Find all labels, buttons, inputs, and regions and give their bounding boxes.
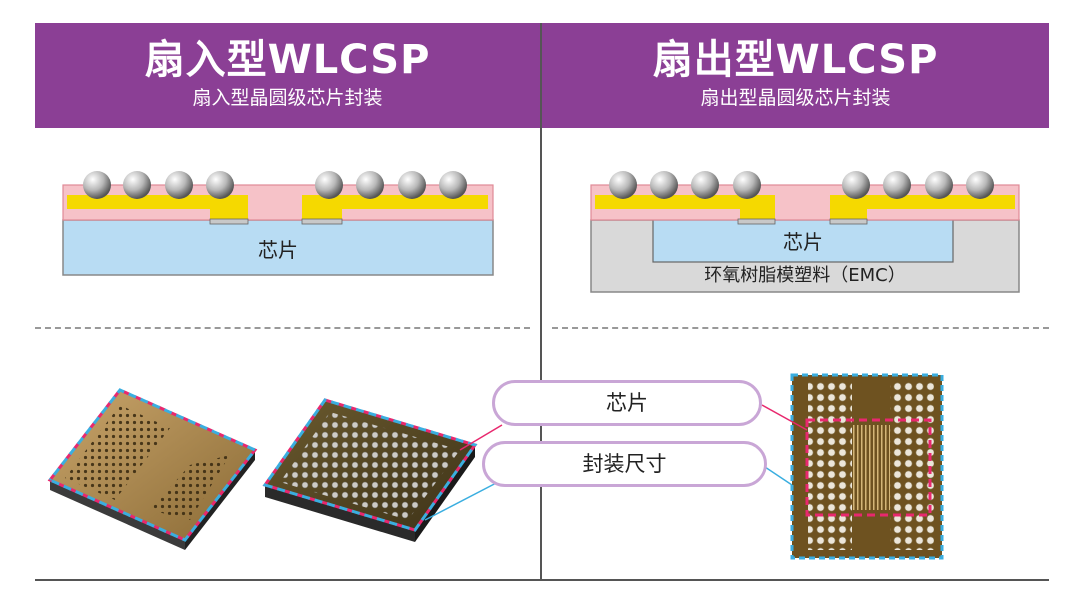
fan-in-cross-section: 芯片 xyxy=(62,171,494,276)
right-subtitle: 扇出型晶圆级芯片封装 xyxy=(700,87,891,109)
left-chip-label: 芯片 xyxy=(258,238,298,262)
left-title: 扇入型WLCSP xyxy=(144,37,431,83)
right-dashed-separator xyxy=(552,327,1049,329)
chip-callout-label: 芯片 xyxy=(606,391,648,415)
fan-out-cross-section: 芯片 环氧树脂模塑料（EMC） xyxy=(590,171,1020,293)
bottom-rule xyxy=(35,579,1049,581)
fan-out-chip-outline xyxy=(805,418,932,517)
emc-label: 环氧树脂模塑料（EMC） xyxy=(704,265,905,286)
left-header: 扇入型WLCSP 扇入型晶圆级芯片封装 xyxy=(35,23,540,128)
right-title: 扇出型WLCSP xyxy=(652,37,939,83)
right-header: 扇出型WLCSP 扇出型晶圆级芯片封装 xyxy=(542,23,1049,128)
size-callout-line-left xyxy=(424,479,503,521)
fan-out-package-outline xyxy=(790,373,944,560)
fan-in-package-photos xyxy=(47,388,503,550)
fan-out-package-photo xyxy=(761,373,944,560)
package-size-callout-label: 封装尺寸 xyxy=(582,452,667,476)
chip-callout-line-left xyxy=(459,424,503,451)
solder-balls-left xyxy=(83,171,467,199)
right-chip-label: 芯片 xyxy=(783,230,823,254)
fan-in-chip-photo-2 xyxy=(262,398,478,542)
size-callout-line-right xyxy=(761,464,793,486)
left-subtitle: 扇入型晶圆级芯片封装 xyxy=(192,87,383,109)
package-size-callout: 封装尺寸 xyxy=(482,441,767,487)
solder-balls-right xyxy=(609,171,994,199)
chip-callout-line-right xyxy=(761,404,808,431)
die-layer xyxy=(62,219,494,276)
column-divider xyxy=(540,23,542,580)
left-dashed-separator xyxy=(35,327,530,329)
chip-callout: 芯片 xyxy=(492,380,762,426)
fan-in-chip-photo-1 xyxy=(47,388,258,550)
